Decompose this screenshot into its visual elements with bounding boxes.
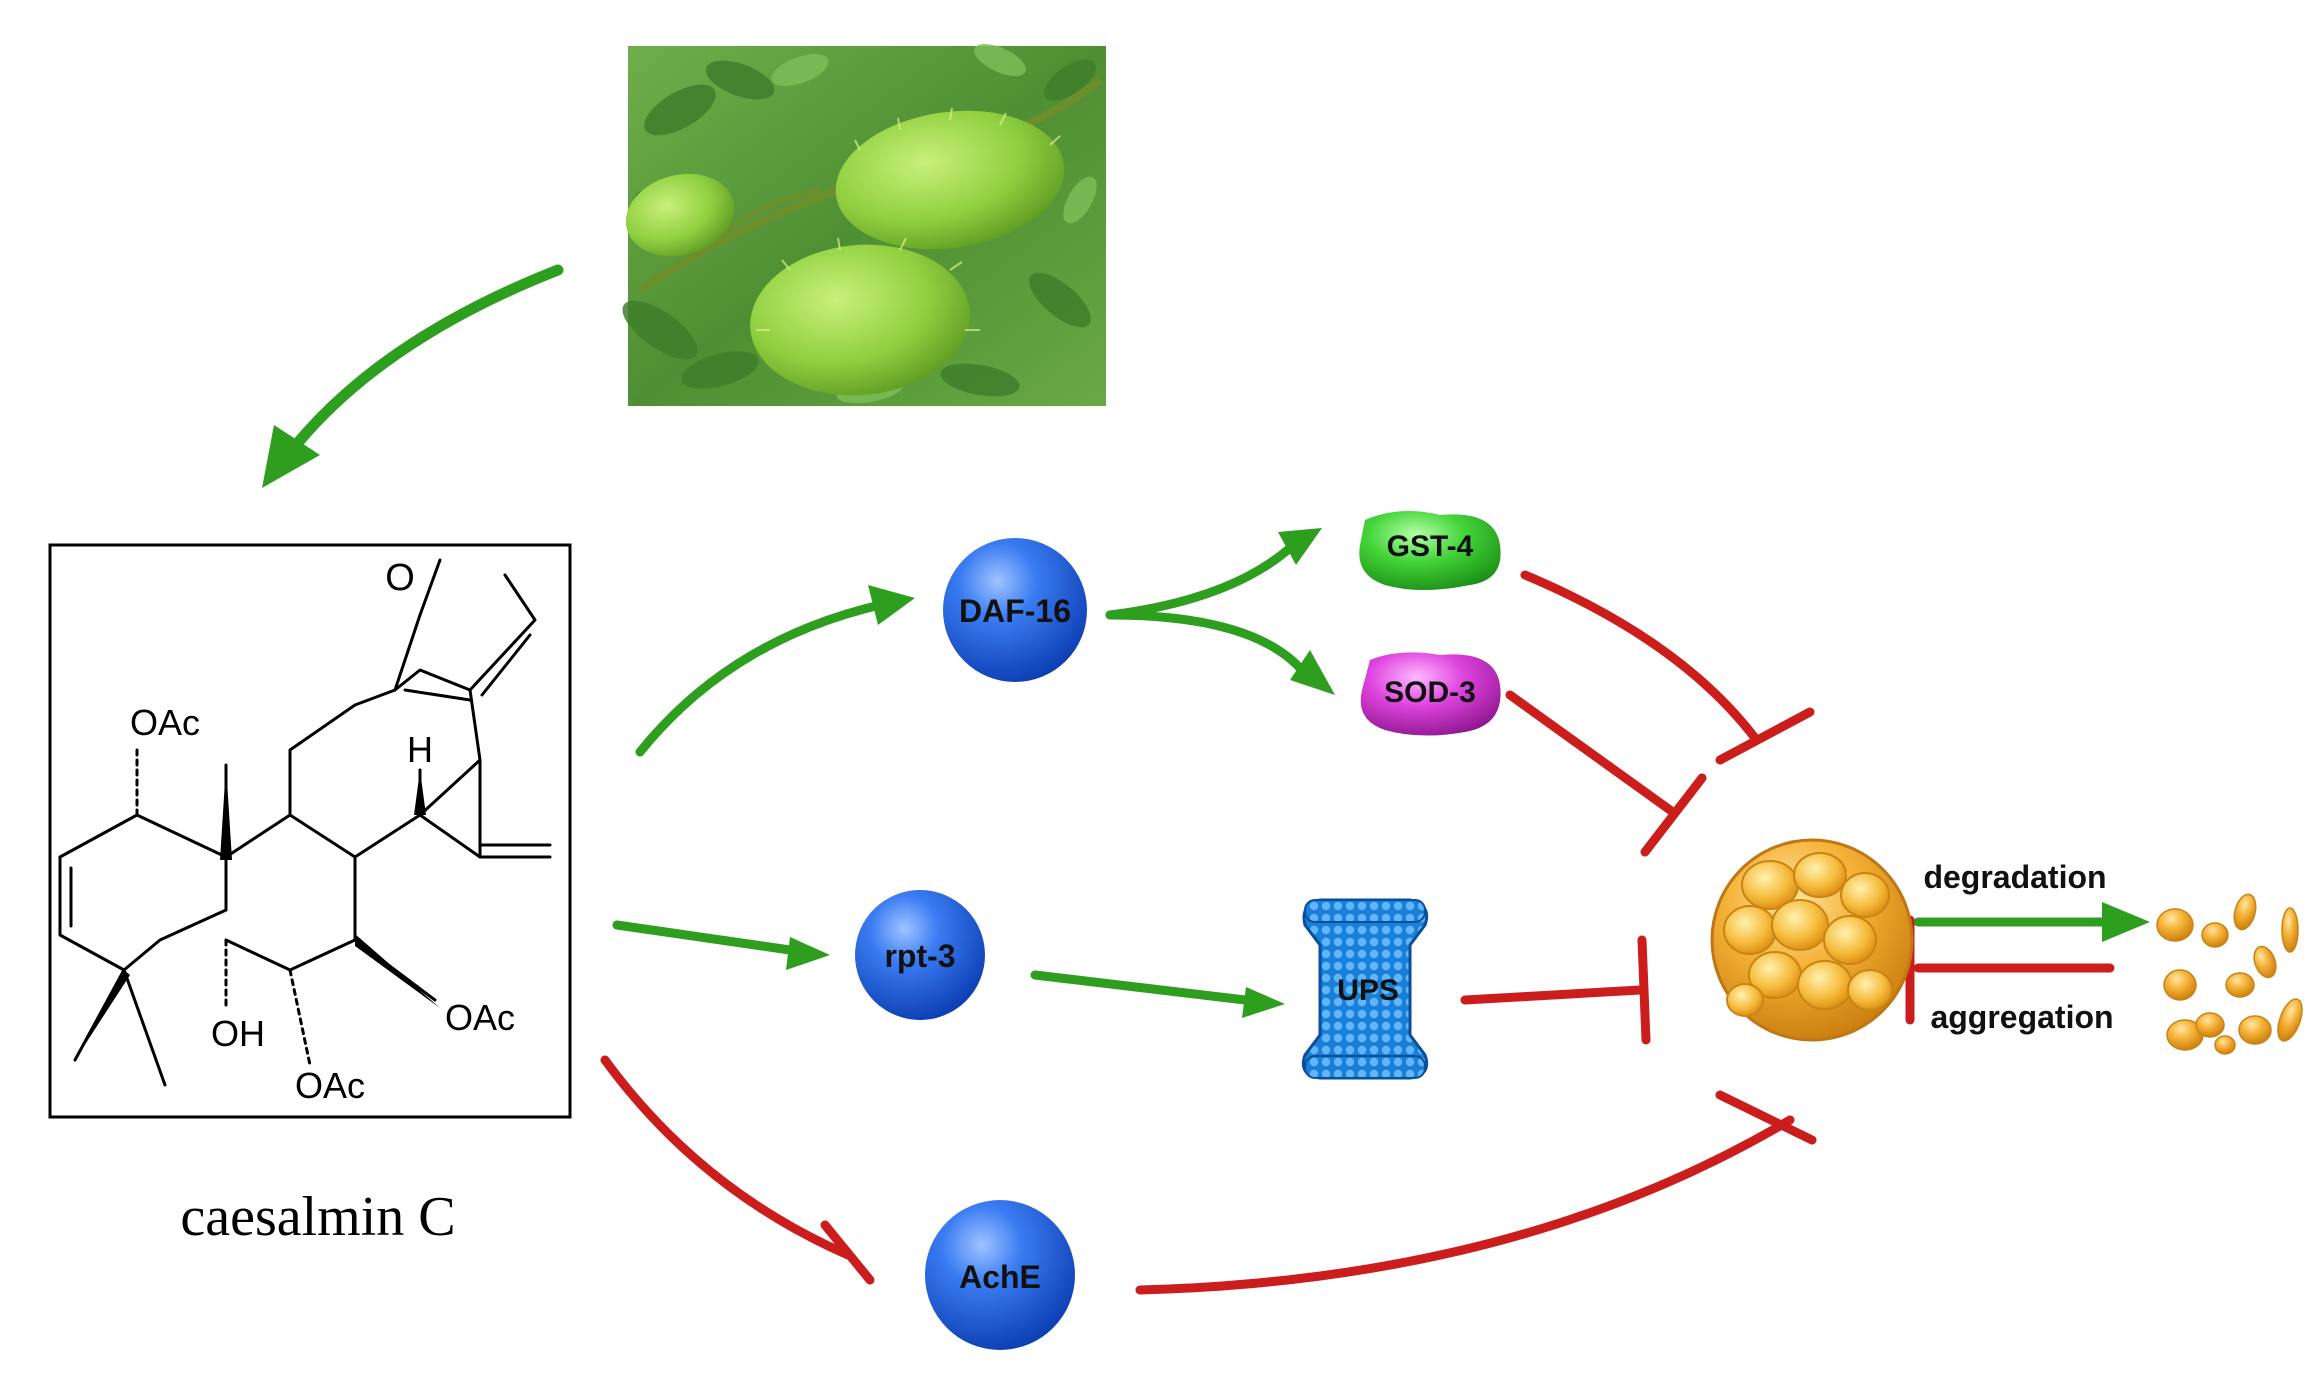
compound-name: caesalmin C <box>180 1186 455 1248</box>
node-daf16: DAF-16 <box>943 538 1087 682</box>
node-ups: UPS <box>1301 898 1429 1080</box>
source-arrowhead <box>262 425 320 488</box>
protein-aggregate-icon <box>1710 838 1914 1042</box>
arrow-compound-to-daf16 <box>635 600 885 757</box>
atom-label-oac-right: OAc <box>445 997 515 1038</box>
activation-arrowheads <box>786 528 2150 1018</box>
atom-label-oac-top: OAc <box>130 702 200 743</box>
inhibition-arrows <box>600 570 2115 1295</box>
node-gst4: GST-4 <box>1359 511 1501 590</box>
arrow-compound-to-rpt3 <box>612 920 795 955</box>
inhibit-ups-bar <box>1637 935 1651 1045</box>
inhibit-ups <box>1460 985 1645 1005</box>
proteasome-barrel-icon <box>1301 898 1429 1080</box>
inhibit-ache-aggregate-bar <box>1715 1090 1817 1145</box>
seed-pod <box>625 110 1065 396</box>
atom-label-oac-bottom: OAc <box>295 1065 365 1106</box>
node-rpt3: rpt-3 <box>855 890 985 1020</box>
ups-label: UPS <box>1337 974 1399 1007</box>
atom-label-oxygen: O <box>385 557 415 599</box>
ache-label: AchE <box>959 1259 1041 1295</box>
node-ache: AchE <box>925 1200 1075 1350</box>
degraded-fragments-icon <box>2156 893 2303 1055</box>
inhibit-sod3 <box>1505 690 1675 815</box>
rpt3-label: rpt-3 <box>884 938 955 974</box>
inhibit-ache-aggregate <box>1135 1115 1795 1295</box>
daf16-label: DAF-16 <box>959 593 1071 629</box>
sod3-label: SOD-3 <box>1384 676 1476 709</box>
node-sod3: SOD-3 <box>1360 652 1501 736</box>
activation-arrows <box>612 543 2115 1005</box>
aggregation-label: aggregation <box>1930 999 2113 1035</box>
inhibit-sod3-bar <box>1640 773 1707 857</box>
plant-photo <box>622 43 1106 406</box>
inhibit-compound-ache-bar <box>820 1220 875 1285</box>
arrow-rpt3-to-ups <box>1030 970 1250 1005</box>
atom-label-oh: OH <box>211 1013 265 1054</box>
degradation-label: degradation <box>1923 859 2106 895</box>
arrow-daf16-to-sod3 <box>1105 610 1305 673</box>
arrow-daf16-to-gst4 <box>1105 543 1295 620</box>
inhibit-compound-ache <box>600 1055 853 1260</box>
inhibit-gst4 <box>1520 570 1760 743</box>
source-arrow <box>286 264 564 456</box>
gst4-label: GST-4 <box>1387 530 1474 563</box>
inhibit-gst4-bar <box>1715 707 1815 765</box>
chemical-structure: O H OAc OH OAc OAc <box>48 543 572 1119</box>
atom-label-hydrogen: H <box>407 729 433 770</box>
